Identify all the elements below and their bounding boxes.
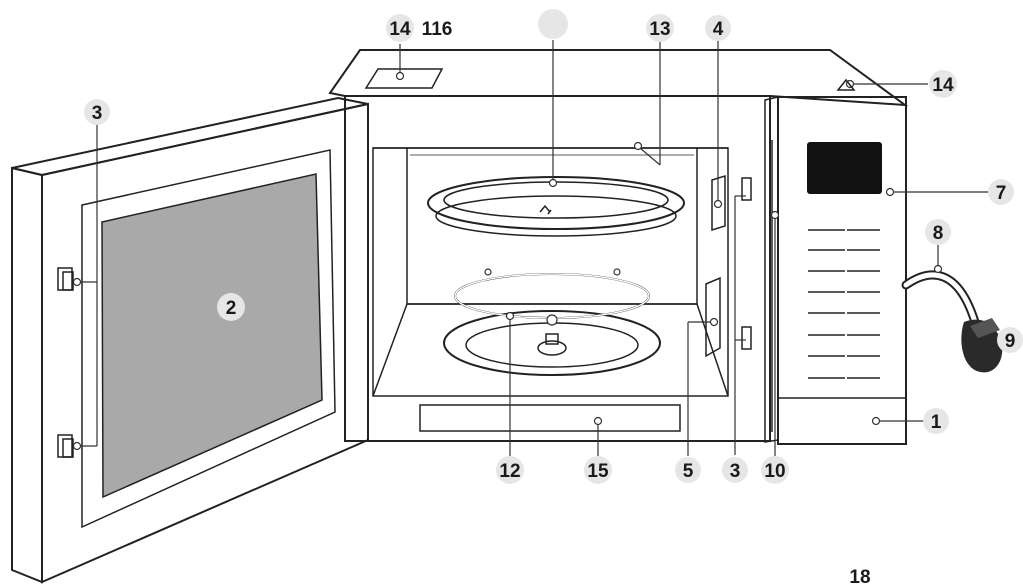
callout-labels: 14 116 13 4 14 3 7 8 2 9 1 12 15 5 3 10 … bbox=[84, 9, 1023, 587]
label-11-16: 116 bbox=[422, 19, 453, 40]
label-7: 7 bbox=[996, 183, 1007, 204]
label-9: 9 bbox=[1005, 331, 1016, 352]
label-3-door: 3 bbox=[92, 103, 103, 124]
power-plug bbox=[961, 318, 1003, 373]
leader-lines bbox=[72, 40, 990, 456]
label-8: 8 bbox=[933, 223, 944, 244]
label-15: 15 bbox=[587, 461, 609, 482]
display-window bbox=[807, 142, 882, 194]
cavity-frame bbox=[344, 95, 771, 442]
door-hooks bbox=[57, 267, 74, 458]
label-unlabeled-badge bbox=[538, 9, 568, 39]
label-14-top: 14 bbox=[389, 19, 411, 40]
power-cord bbox=[901, 270, 980, 327]
label-2: 2 bbox=[226, 298, 237, 319]
door-window bbox=[101, 173, 323, 499]
grill-rack bbox=[427, 176, 685, 237]
control-panel bbox=[764, 96, 907, 445]
label-12: 12 bbox=[499, 461, 520, 482]
label-14-right: 14 bbox=[932, 75, 954, 96]
control-buttons bbox=[808, 225, 880, 382]
roller-ring bbox=[454, 268, 650, 326]
label-18: 18 bbox=[849, 567, 870, 587]
label-1: 1 bbox=[931, 412, 942, 433]
label-5: 5 bbox=[683, 461, 694, 482]
door-latch-holes bbox=[734, 177, 752, 455]
label-13: 13 bbox=[649, 19, 670, 40]
label-10: 10 bbox=[764, 461, 785, 482]
waveguide-cover bbox=[705, 174, 726, 358]
label-3-bottom: 3 bbox=[730, 461, 741, 482]
label-4: 4 bbox=[713, 19, 724, 40]
door bbox=[11, 96, 369, 584]
